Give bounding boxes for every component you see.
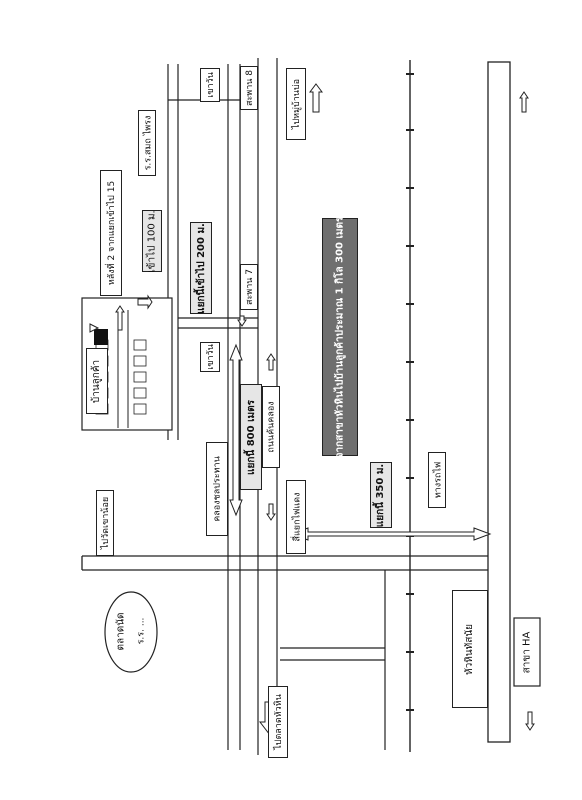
market-oval [104,591,158,673]
arrow-800m [229,343,243,517]
customer-house-marker [94,329,108,345]
highway [487,61,511,743]
customer-house-block [81,297,173,431]
arrow-350m [290,527,492,541]
railway-ticks [406,73,414,711]
branch-ha-box [513,617,541,687]
